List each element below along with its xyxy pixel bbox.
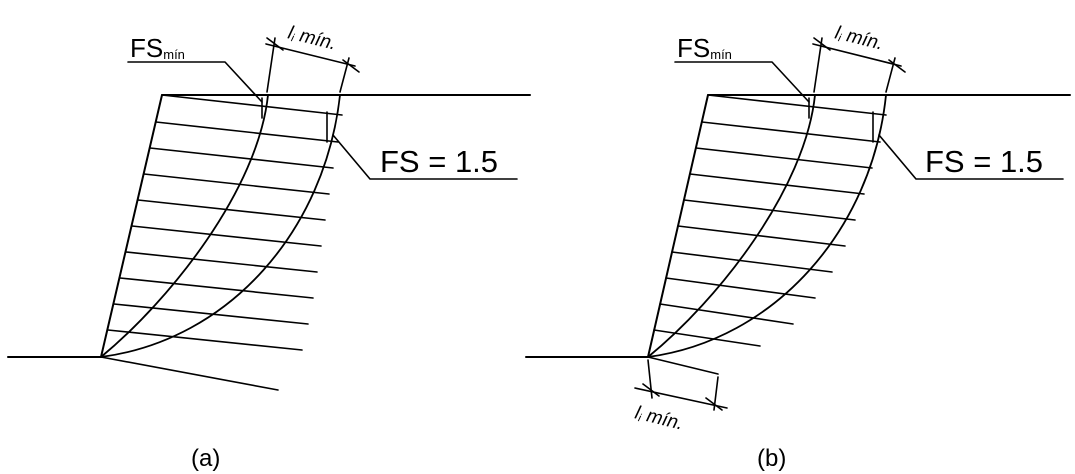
reinforcement-layer <box>701 121 881 143</box>
reinforcement-layer <box>665 277 816 299</box>
top-dimension-label: li mín. <box>286 22 339 54</box>
fs-1.5-label: FS = 1.5 <box>925 144 1043 179</box>
bottom-dimension-label: li mín. <box>633 402 686 434</box>
fs-min-leader <box>674 61 810 103</box>
reinforcement-layer <box>125 251 318 273</box>
critical-failure-surface <box>100 94 269 358</box>
dimension-tick <box>642 383 660 397</box>
dimension-tick <box>266 37 284 51</box>
fs-min-label: FSmín <box>677 33 732 63</box>
reinforcement-layer <box>155 121 339 143</box>
reinforcement-layer <box>161 94 343 116</box>
reinforcement-layer <box>100 356 279 391</box>
fs-1.5-failure-surface <box>647 94 887 358</box>
dimension-tick <box>342 59 360 73</box>
fs-min-leader <box>127 61 263 103</box>
fs-1.5-label: FS = 1.5 <box>380 144 498 179</box>
reinforcement-layer <box>659 303 794 325</box>
reinforcement-layers <box>100 94 343 391</box>
dimension-tick <box>813 37 831 51</box>
reinforcement-layer <box>671 251 833 273</box>
reinforcement-layer <box>653 329 761 347</box>
reinforcement-layer <box>683 199 856 221</box>
reinforcement-layer <box>107 329 303 351</box>
fs-1.5-failure-surface <box>100 94 341 358</box>
reinforcement-layer <box>695 147 873 169</box>
reinforcement-layer <box>113 303 309 325</box>
reinforcement-layer <box>131 225 322 247</box>
panel-b: FSmín FS = 1.5 li mín. li mín. (b) <box>525 22 1071 472</box>
reinforcement-layer <box>149 147 334 169</box>
reinforcement-layer <box>137 199 326 221</box>
panel-caption: (b) <box>757 445 786 472</box>
panel-caption: (a) <box>191 445 220 472</box>
top-dimension-label: li mín. <box>833 22 886 54</box>
dimension-tick <box>705 397 723 411</box>
reinforcement-layers <box>647 94 887 375</box>
top-dimension <box>812 37 906 93</box>
dimension-line <box>634 387 728 409</box>
dimension-tick <box>888 59 906 73</box>
reinforcement-layer <box>677 225 846 247</box>
dimension-extension-line <box>266 37 276 93</box>
reinforcement-layer <box>119 277 314 299</box>
fs-1.5-leader <box>332 134 518 180</box>
reinforcement-layer <box>689 173 865 195</box>
dimension-extension-line <box>813 37 823 93</box>
critical-failure-surface <box>647 94 816 358</box>
reinforcement-layer <box>143 173 330 195</box>
fs-1.5-leader <box>878 134 1064 180</box>
panel-a: FSmín FS = 1.5 li mín. (a) <box>7 22 531 472</box>
reinforcement-layer <box>647 356 719 375</box>
reinforcement-layer <box>707 94 887 116</box>
bottom-dimension <box>634 359 728 411</box>
fs-min-label: FSmín <box>130 33 185 63</box>
top-dimension <box>265 37 360 93</box>
